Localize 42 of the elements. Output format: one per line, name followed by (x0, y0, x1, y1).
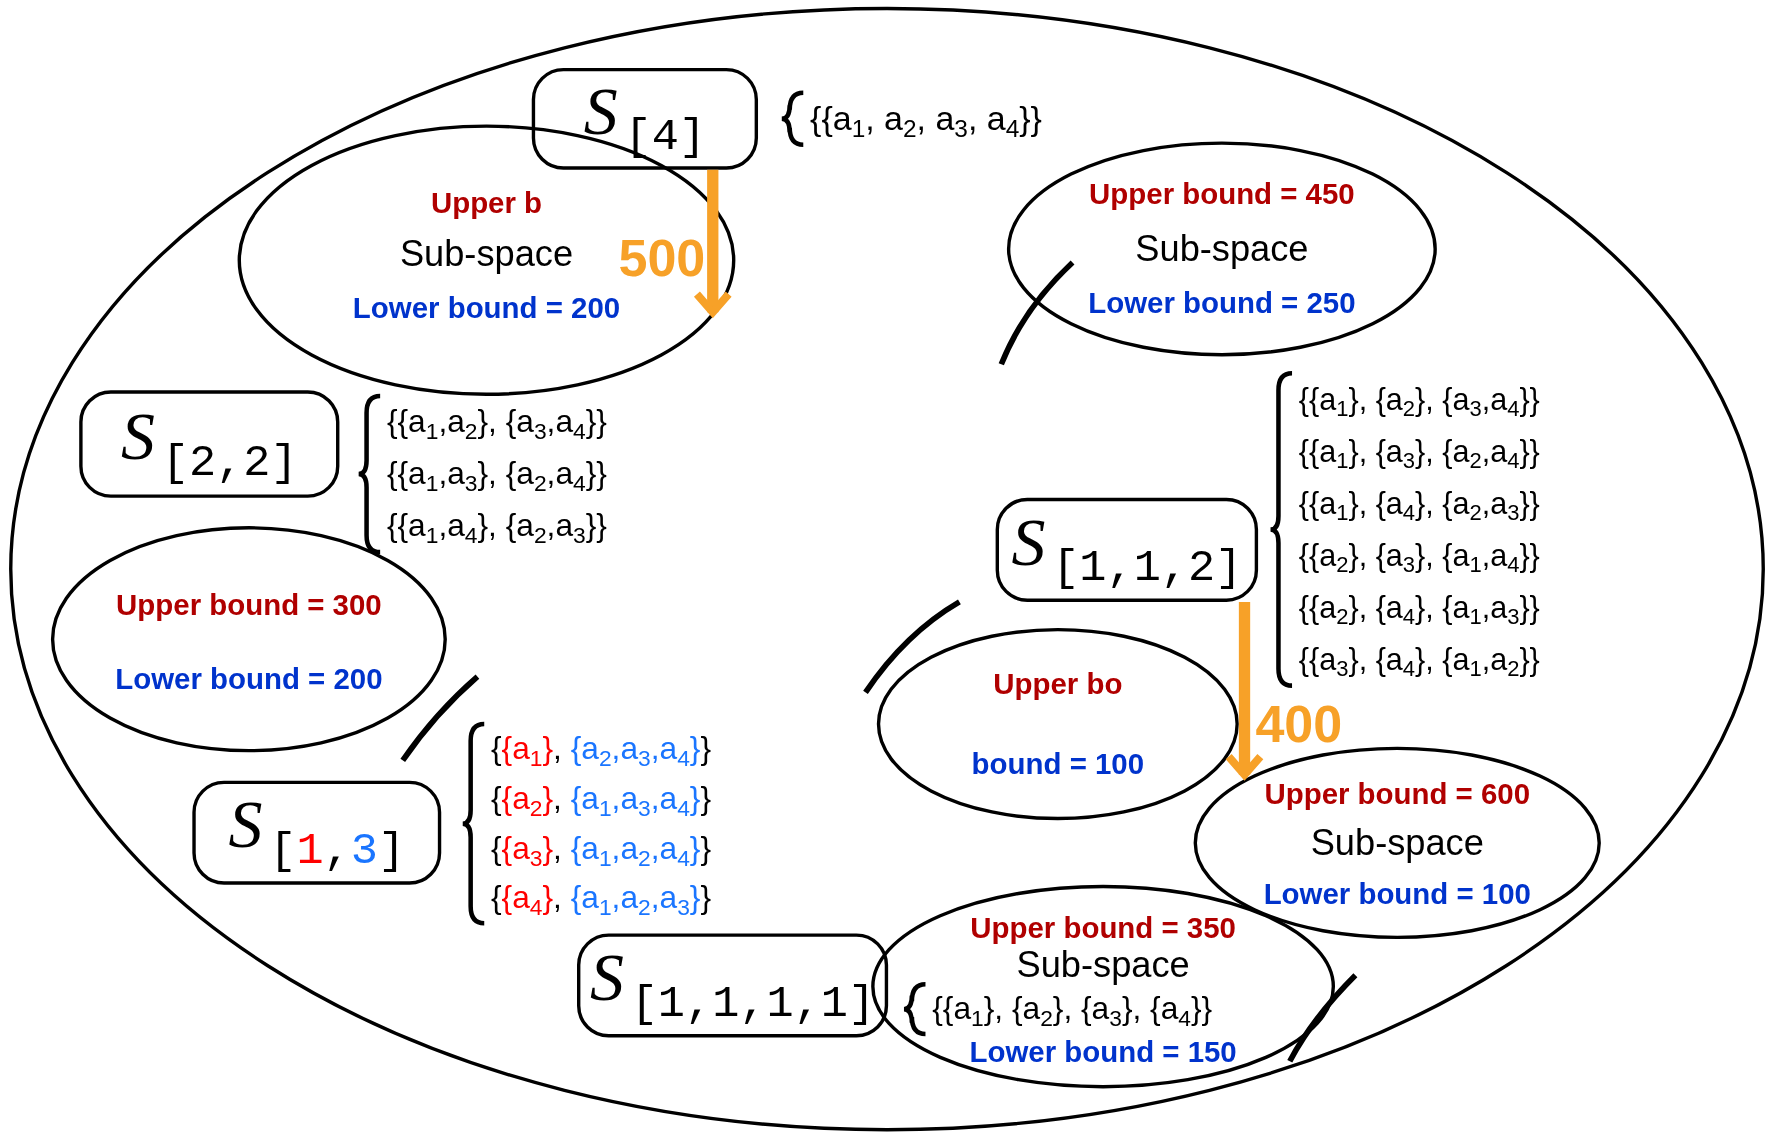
edge-label: 400 (1255, 698, 1343, 751)
partition-text: {{a$_{1}$}, {a$_{2}$}, {a$_{3}$}, {a$_{4}$}} (932, 990, 1213, 1033)
lower-bound-text: Lower bound = 200 (352, 291, 621, 324)
partition-text: {{a$_{4}$}, {a$_{1}$,a$_{2}$,a$_{3}$}} (491, 879, 712, 922)
lower-bound-text: Lower bound = 250 (1088, 287, 1356, 320)
partition-text: {{a$_{3}$}, {a$_{1}$,a$_{2}$,a$_{4}$}} (491, 829, 712, 873)
partition-text: {{a$_{2}$}, {a$_{4}$}, {a$_{1}$,a$_{3}$}} (1298, 589, 1540, 631)
partition-text: {{a$_{1}$,a$_{4}$}, {a$_{2}$,a$_{3}$}} (386, 507, 607, 550)
partition-text: {{a$_{1}$, a$_{2}$, a$_{3}$, a$_{4}$}} (810, 98, 1042, 145)
partition-node: S$_{[4]}$ (531, 67, 758, 170)
lower-bound-text: bound = 100 (971, 747, 1145, 780)
subspace-ellipse (1006, 141, 1437, 357)
partition-text: {{a$_{2}$}, {a$_{1}$,a$_{3}$,a$_{4}$}} (491, 779, 712, 823)
lower-bound-text: Lower bound = 150 (969, 1036, 1237, 1069)
partition-node: S$_{[2,2]}$ (79, 390, 340, 498)
partition-text: {{a$_{1}$}, {a$_{4}$}, {a$_{2}$,a$_{3}$}} (1298, 485, 1540, 527)
partition-text: {{a$_{1}$,a$_{3}$}, {a$_{2}$,a$_{4}$}} (386, 454, 607, 498)
partition-node: S$_{[1,1,2]}$ (995, 497, 1259, 602)
upper-bound-text: Upper bound = 600 (1264, 778, 1531, 811)
partition-text: {{a$_{1}$}, {a$_{2}$}, {a$_{3}$,a$_{4}$}} (1298, 381, 1540, 423)
subspace-ellipse (9, 6, 1765, 1132)
subspace-ellipse (876, 627, 1239, 821)
partition-text: {{a$_{3}$}, {a$_{4}$}, {a$_{1}$,a$_{2}$}} (1298, 641, 1540, 683)
arrow (1224, 601, 1265, 779)
partition-text: {{a$_{1}$}, {a$_{3}$}, {a$_{2}$,a$_{4}$}} (1298, 433, 1540, 475)
subspace-label: Sub-space (399, 234, 574, 275)
upper-bound-text: Upper bound = 300 (116, 589, 382, 622)
subspace-label: Sub-space (1310, 822, 1484, 863)
partition-text: {{a$_{1}$,a$_{2}$}, {a$_{3}$,a$_{4}$}} (386, 402, 607, 446)
upper-bound-text: Upper bound = 350 (970, 911, 1236, 944)
lower-bound-text: Lower bound = 100 (1263, 877, 1531, 910)
edge-label: 500 (618, 231, 706, 284)
upper-bound-text: Upper bo (993, 668, 1123, 701)
partition-node: S$_{[1,1,1,1]}$ (577, 933, 889, 1038)
partition-text: {{a$_{1}$}, {a$_{2}$,a$_{3}$,a$_{4}$}} (491, 729, 712, 773)
lower-bound-text: Lower bound = 200 (115, 662, 383, 695)
partition-text: {{a$_{2}$}, {a$_{3}$}, {a$_{1}$,a$_{4}$}} (1298, 537, 1540, 579)
upper-bound-text: Upper b (430, 187, 543, 220)
arrow (692, 169, 733, 317)
subspace-label: Sub-space (1016, 945, 1190, 985)
upper-bound-text: Upper bound = 450 (1089, 178, 1355, 211)
subspace-label: Sub-space (1135, 229, 1309, 269)
